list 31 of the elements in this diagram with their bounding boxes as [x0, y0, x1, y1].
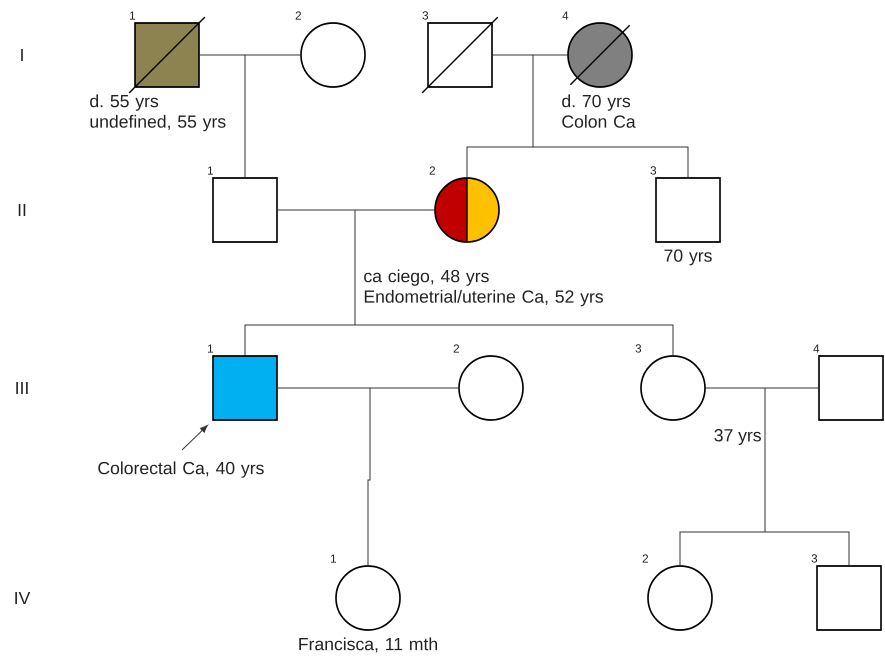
proband-arrow	[182, 424, 208, 450]
generation-numeral: IV	[15, 592, 30, 604]
annotation-text: d. 70 yrs Colon Ca	[562, 94, 636, 128]
generation-numeral: II	[18, 204, 26, 216]
individual-number: 2	[642, 554, 648, 563]
generation-numeral: I	[21, 48, 23, 62]
descent-line	[764, 388, 850, 566]
individual-number: 3	[812, 554, 818, 563]
individual-number: 1	[208, 344, 214, 353]
individual-number: 3	[650, 166, 656, 175]
individual-number: 1	[130, 12, 136, 20]
individual-number: 2	[454, 344, 460, 353]
individual-number: 3	[422, 11, 428, 20]
annotation-text: Francisca, 11 mth	[299, 637, 437, 652]
individual-number: 1	[208, 166, 214, 175]
individual-number: 4	[562, 12, 568, 20]
annotation-text: 37 yrs	[714, 429, 761, 445]
individual-number: 2	[296, 11, 302, 20]
individual-number: 2	[430, 166, 436, 175]
annotation-text: 70 yrs	[664, 249, 712, 266]
individual-number: 3	[636, 344, 642, 353]
descent-line	[244, 54, 301, 178]
annotation-text: d. 55 yrs undefined, 55 yrs	[90, 94, 226, 132]
annotation-text: Colorectal Ca, 40 yrs	[98, 461, 264, 478]
generation-numeral: III	[16, 382, 28, 394]
descent-line	[368, 388, 459, 566]
descent-line	[532, 54, 688, 178]
annotation-text: ca ciego, 48 yrs Endometrial/uterine Ca, 52 yrs	[364, 269, 603, 306]
descent-line	[354, 210, 674, 356]
individual-number: 1	[330, 554, 336, 563]
individual-number: 4	[813, 344, 820, 353]
